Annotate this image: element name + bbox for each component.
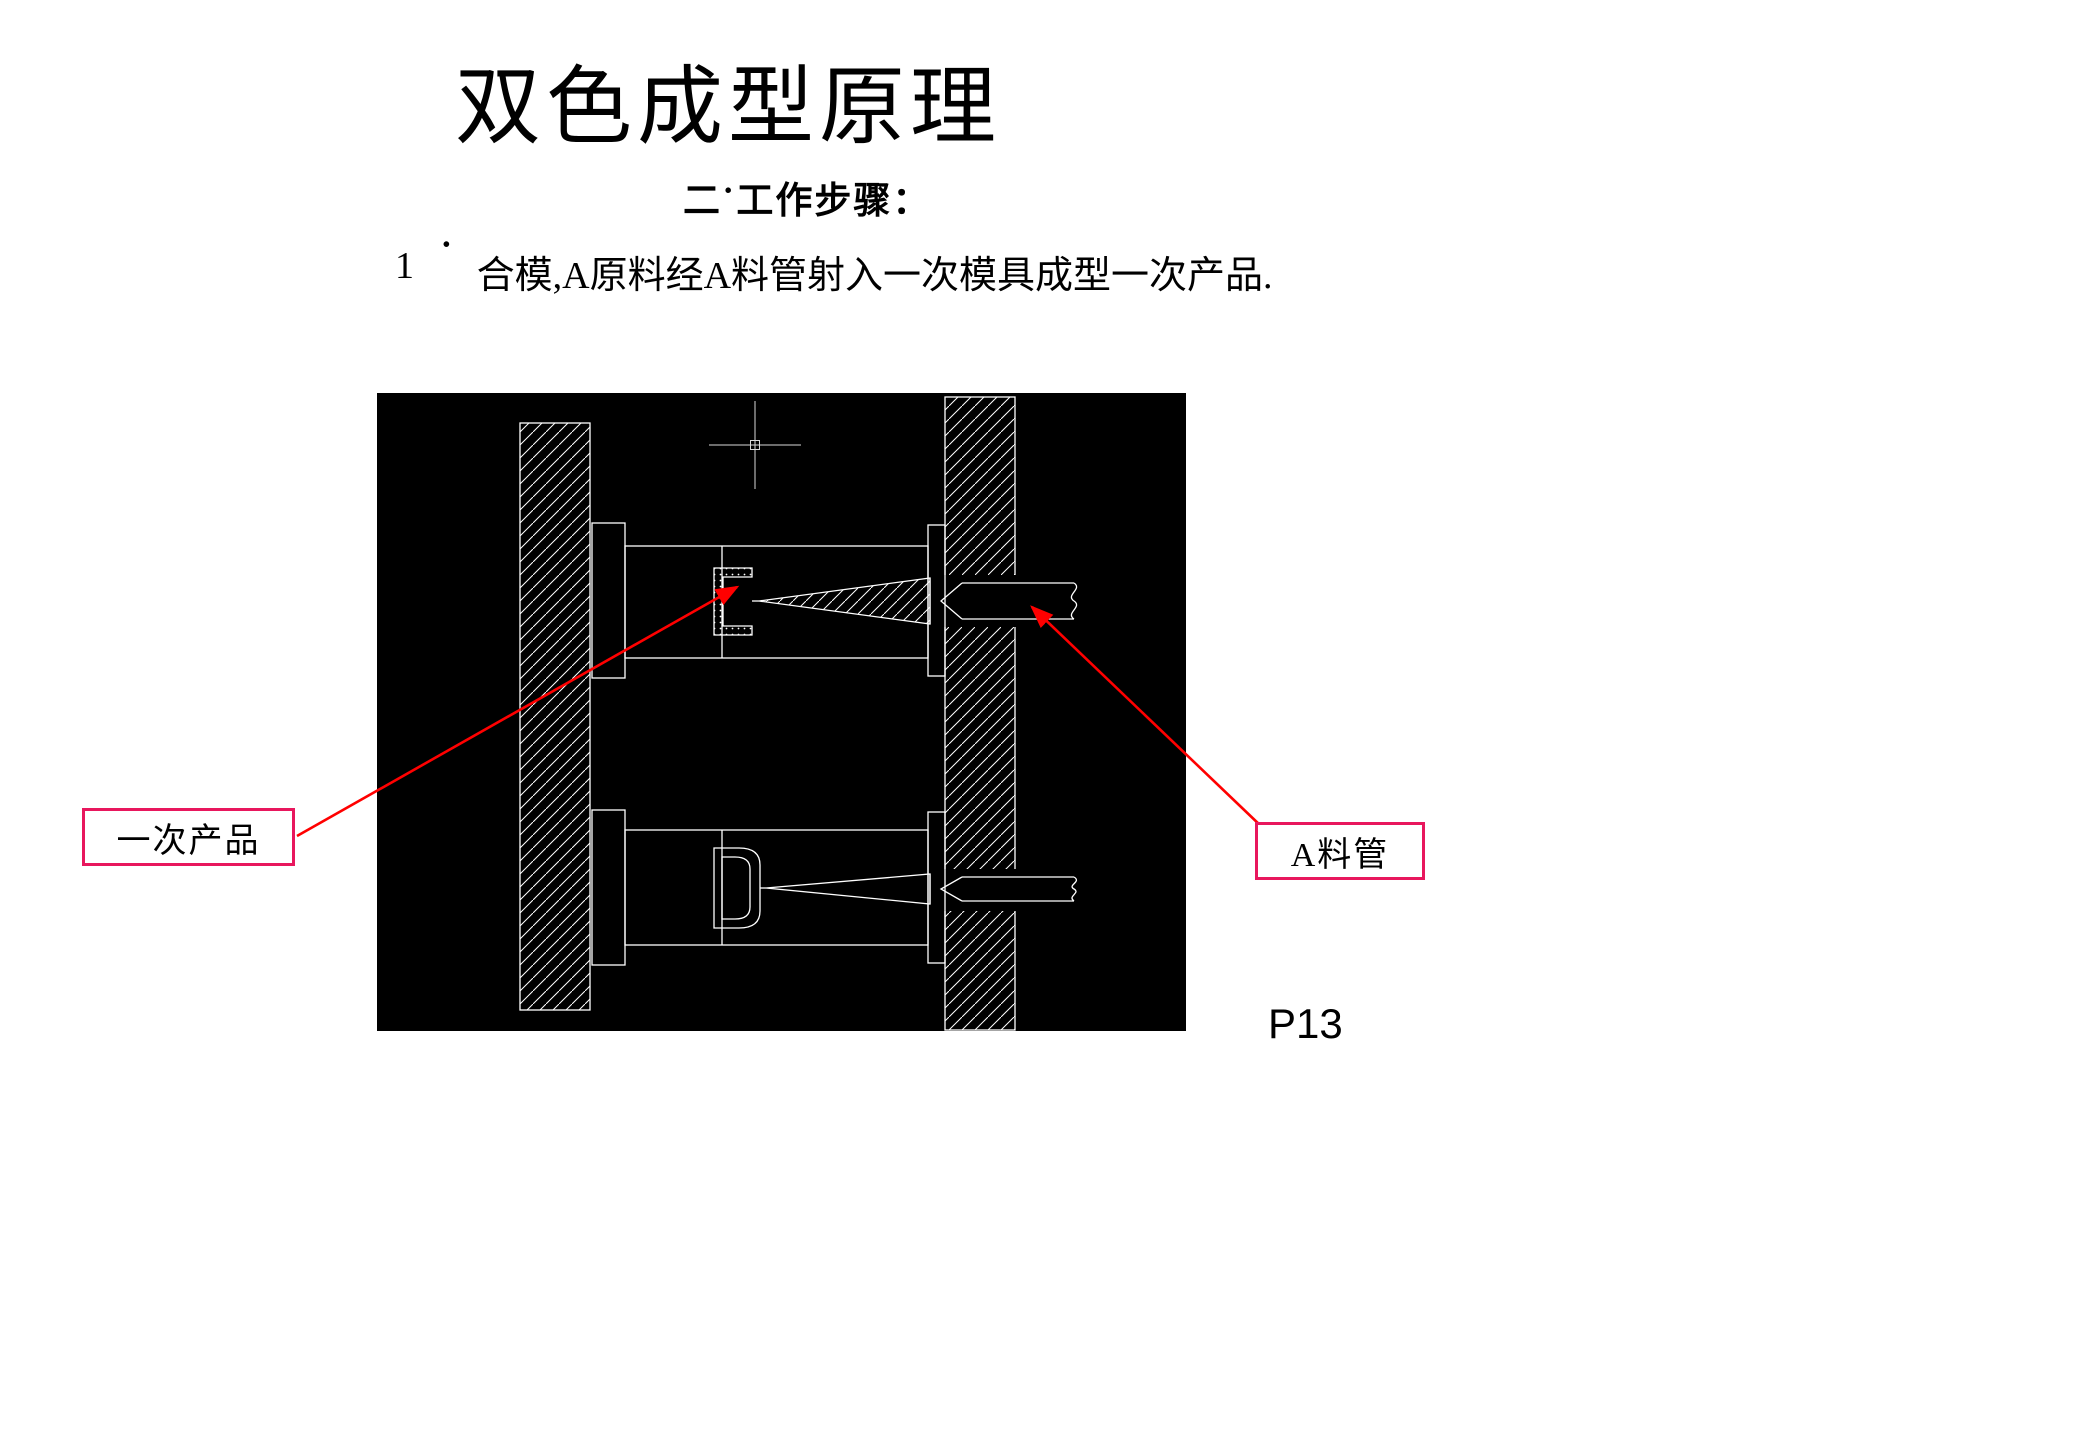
subtitle-work-steps: 二˙工作步骤： bbox=[683, 181, 932, 222]
cad-drawing-panel bbox=[377, 393, 1186, 1031]
sprue-outline bbox=[765, 873, 931, 905]
primary-product-cavity bbox=[713, 567, 753, 636]
callout-primary-product: 一次产品 bbox=[82, 808, 295, 866]
step-1-number: 1 bbox=[395, 245, 414, 287]
slide-title: 双色成型原理 bbox=[455, 59, 1001, 155]
sprue-a-material bbox=[758, 577, 931, 625]
crosshair-icon bbox=[709, 401, 801, 489]
left-mold-wall bbox=[519, 422, 591, 1011]
callout-primary-product-label: 一次产品 bbox=[116, 822, 261, 860]
right-mold-wall bbox=[944, 396, 1016, 1031]
callout-a-barrel-label: A料管 bbox=[1290, 836, 1390, 874]
lower-nozzle-channel bbox=[941, 869, 1019, 911]
page-number: P13 bbox=[1268, 1000, 1343, 1047]
mold-cross-section bbox=[519, 396, 1078, 1031]
step-1-text: 合模,A原料经A料管射入一次模具成型一次产品. bbox=[476, 255, 1273, 297]
upper-nozzle-channel bbox=[941, 575, 1019, 627]
lower-a-barrel-nozzle bbox=[939, 876, 1078, 902]
core-cavity-shape bbox=[713, 847, 761, 929]
callout-a-barrel: A料管 bbox=[1255, 822, 1425, 880]
step-1-bullet: ˙ bbox=[440, 235, 453, 277]
step-1-line: 1 ˙ 合模,A原料经A料管射入一次模具成型一次产品. bbox=[395, 235, 1273, 299]
